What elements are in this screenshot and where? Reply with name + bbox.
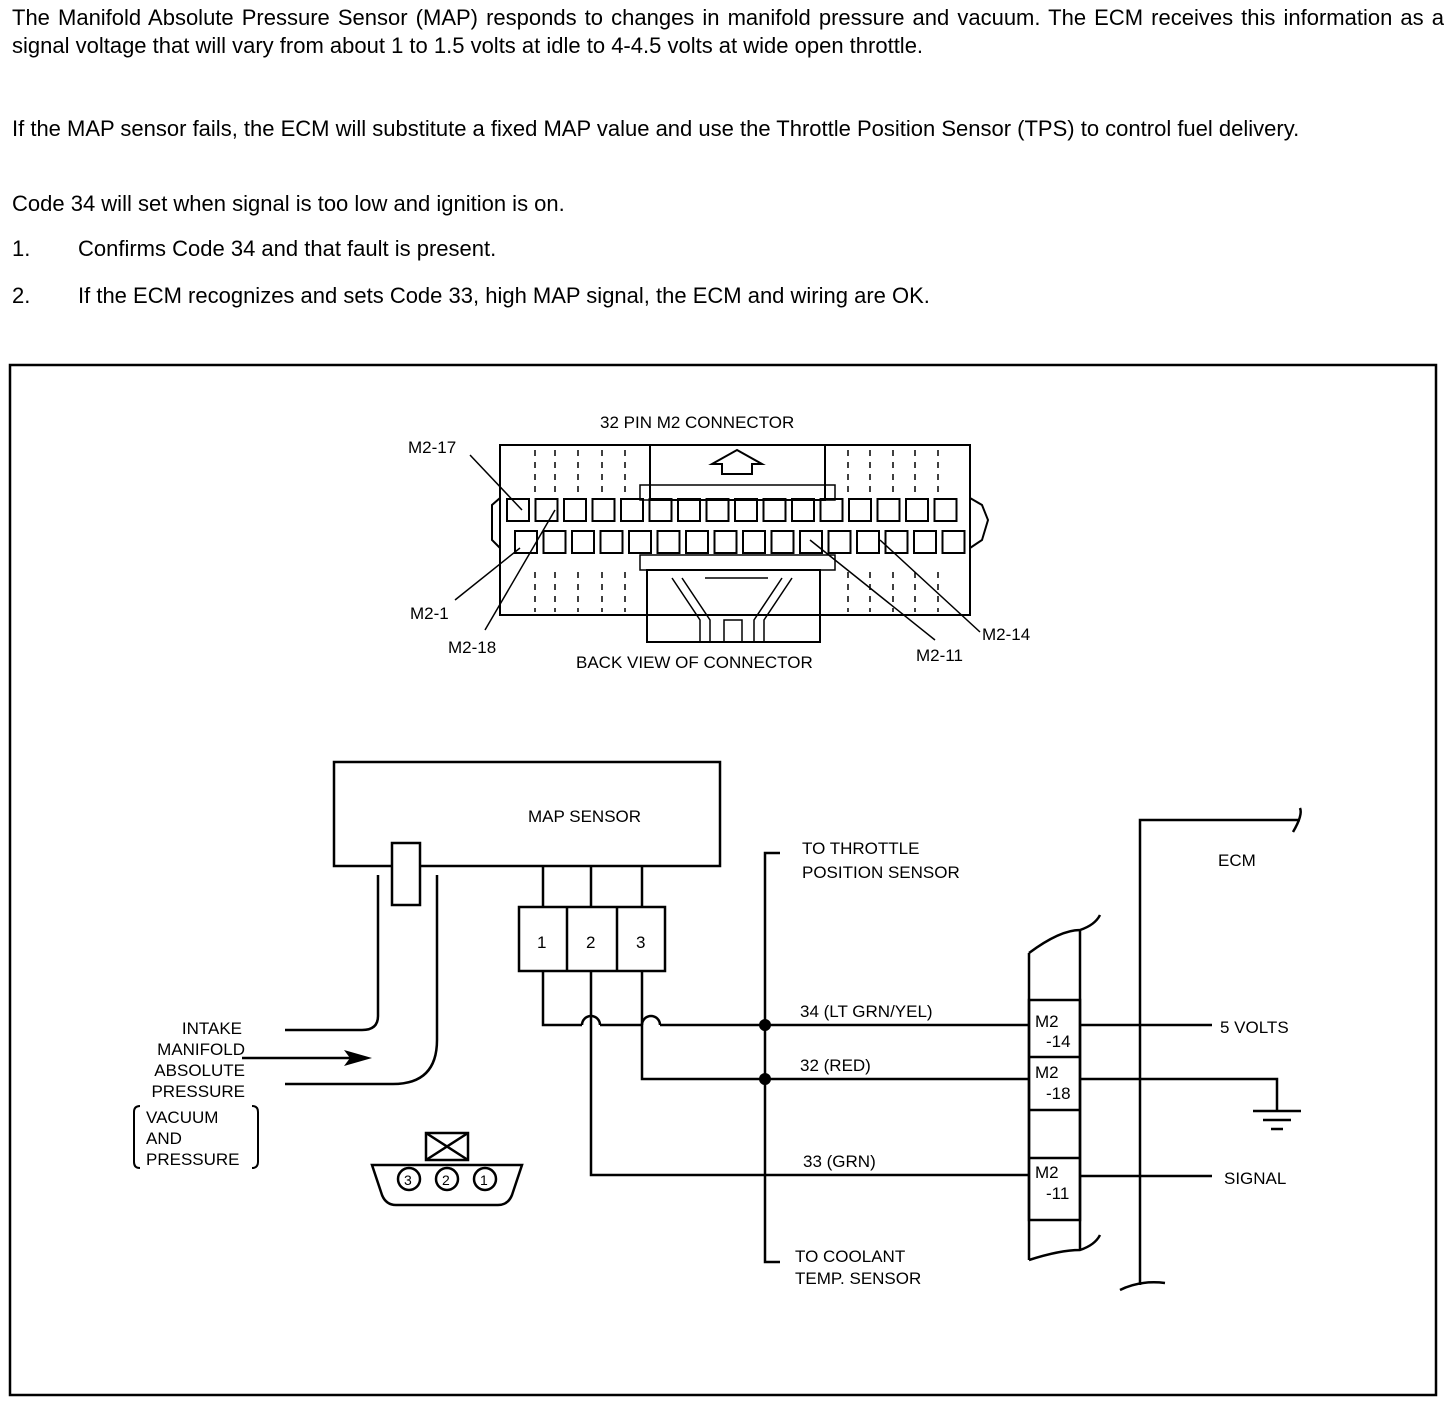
connector-caption: BACK VIEW OF CONNECTOR bbox=[576, 653, 813, 672]
connector-pin-cavity bbox=[656, 530, 681, 554]
step-text: If the ECM recognizes and sets Code 33, … bbox=[78, 283, 930, 308]
connector-pin-cavity bbox=[563, 498, 587, 522]
terminal-m2-18-top: M2 bbox=[1035, 1063, 1059, 1082]
to-cts-label-2: TEMP. SENSOR bbox=[795, 1269, 921, 1288]
description-paragraph: The Manifold Absolute Pressure Sensor (M… bbox=[12, 5, 1444, 58]
signal-label: SIGNAL bbox=[1224, 1169, 1286, 1188]
connector-pin-cavity bbox=[819, 498, 844, 522]
label-m2-14: M2-14 bbox=[982, 625, 1030, 644]
connector-back-view bbox=[454, 444, 990, 643]
connector-pin-row-top bbox=[506, 498, 958, 522]
connector-pin-cavity bbox=[884, 530, 909, 554]
terminal-m2-18-bottom: -18 bbox=[1046, 1084, 1071, 1103]
connector-pin-cavity bbox=[648, 498, 673, 522]
connector-pin-cavity bbox=[933, 498, 958, 522]
label-m2-18: M2-18 bbox=[448, 638, 496, 657]
connector-title: 32 PIN M2 CONNECTOR bbox=[600, 413, 794, 432]
intake-label-2: MANIFOLD bbox=[157, 1040, 245, 1059]
connector-pin-cavity bbox=[827, 530, 852, 554]
wire-33-label: 33 (GRN) bbox=[803, 1152, 876, 1171]
junction-dot bbox=[759, 1019, 771, 1031]
to-cts-label-1: TO COOLANT bbox=[795, 1247, 905, 1266]
connector-pin-cavity bbox=[713, 530, 738, 554]
map-sensor-body bbox=[332, 760, 722, 868]
connector-pin-cavity bbox=[762, 498, 787, 522]
connector-pin-cavity bbox=[941, 530, 966, 554]
intake-label-4: PRESSURE bbox=[151, 1082, 245, 1101]
terminal-m2-11-bottom: -11 bbox=[1046, 1184, 1069, 1203]
failure-paragraph: If the MAP sensor fails, the ECM will su… bbox=[12, 116, 1300, 141]
code-paragraph: Code 34 will set when signal is too low … bbox=[12, 191, 565, 216]
step-text: Confirms Code 34 and that fault is prese… bbox=[78, 236, 497, 261]
plug-pin-3: 3 bbox=[404, 1172, 412, 1188]
connector-pin-cavity bbox=[591, 498, 616, 522]
vacuum-label-1: VACUUM bbox=[146, 1108, 218, 1127]
vacuum-port bbox=[390, 841, 422, 907]
connector-top-slot bbox=[649, 444, 826, 501]
step-number: 2. bbox=[12, 283, 31, 308]
intake-label-3: ABSOLUTE bbox=[154, 1061, 245, 1080]
step-number: 1. bbox=[12, 236, 31, 261]
connector-pin-cavity bbox=[542, 530, 567, 554]
wire-34-label: 34 (LT GRN/YEL) bbox=[800, 1002, 933, 1021]
label-m2-17: M2-17 bbox=[408, 438, 456, 457]
connector-pin-cavity bbox=[705, 498, 730, 522]
to-tps-label-2: POSITION SENSOR bbox=[802, 863, 960, 882]
connector-pin-cavity bbox=[856, 530, 880, 554]
connector-pin-cavity bbox=[734, 498, 758, 522]
ground-icon bbox=[1253, 1109, 1301, 1131]
terminal-m2-14-bottom: -14 bbox=[1046, 1032, 1071, 1051]
vacuum-label-2: AND bbox=[146, 1129, 182, 1148]
label-m2-11: M2-11 bbox=[916, 646, 963, 665]
connector-pin-cavity bbox=[905, 498, 929, 522]
connector-pin-cavity bbox=[571, 530, 595, 554]
diagram-frame bbox=[8, 363, 1438, 1397]
vacuum-label-3: PRESSURE bbox=[146, 1150, 240, 1169]
connector-pin-cavity bbox=[799, 530, 823, 554]
connector-pin-row-bottom bbox=[514, 530, 966, 554]
connector-pin-cavity bbox=[534, 498, 559, 522]
to-tps-label-1: TO THROTTLE bbox=[802, 839, 919, 858]
connector-pin-cavity bbox=[791, 498, 815, 522]
terminal-m2-14-top: M2 bbox=[1035, 1012, 1059, 1031]
arrow-up-icon bbox=[708, 448, 766, 475]
connector-pin-cavity bbox=[770, 530, 795, 554]
connector-pin-cavity bbox=[677, 498, 701, 522]
sensor-pin-1: 1 bbox=[537, 933, 546, 952]
connector-pin-cavity bbox=[620, 498, 644, 522]
connector-pin-cavity bbox=[848, 498, 872, 522]
intake-label-1: INTAKE bbox=[182, 1019, 242, 1038]
sensor-plug-icon bbox=[370, 1131, 524, 1207]
connector-pin-cavity bbox=[876, 498, 901, 522]
connector-pin-cavity bbox=[628, 530, 652, 554]
sensor-pin-2: 2 bbox=[586, 933, 595, 952]
connector-pin-cavity bbox=[913, 530, 937, 554]
five-volts-label: 5 VOLTS bbox=[1220, 1018, 1289, 1037]
sensor-pin-3: 3 bbox=[636, 933, 645, 952]
plug-pin-1: 1 bbox=[480, 1172, 488, 1188]
connector-pin-cavity bbox=[742, 530, 766, 554]
arrow-right-icon bbox=[344, 1050, 372, 1066]
connector-pin-cavity bbox=[506, 498, 530, 522]
map-sensor-label: MAP SENSOR bbox=[528, 807, 641, 826]
terminal-m2-11-top: M2 bbox=[1035, 1163, 1059, 1182]
connector-pin-cavity bbox=[685, 530, 709, 554]
connector-latch bbox=[646, 569, 821, 643]
label-m2-1: M2-1 bbox=[410, 604, 449, 623]
junction-dot bbox=[759, 1073, 771, 1085]
wire-32-label: 32 (RED) bbox=[800, 1056, 871, 1075]
plug-pin-2: 2 bbox=[442, 1172, 450, 1188]
ecm-label: ECM bbox=[1218, 851, 1256, 870]
connector-pin-cavity bbox=[599, 530, 624, 554]
